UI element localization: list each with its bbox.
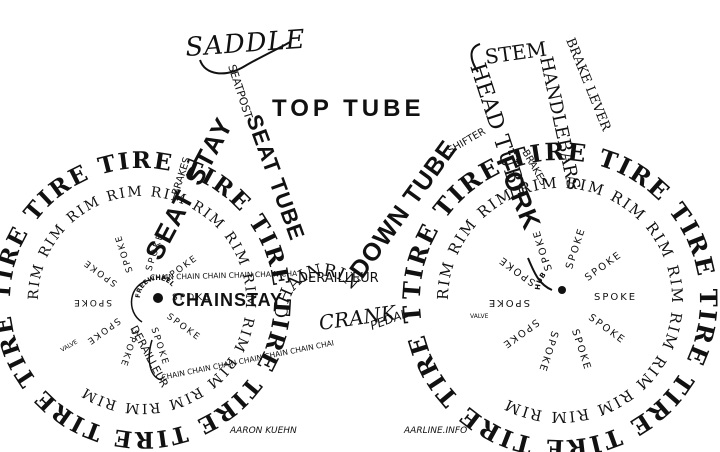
rear-tire-label: TIRE TIRE TIRE TIRE TIRE TIRE TIRE TIRE …	[0, 0, 293, 452]
rear-spoke-1: SPOKE	[172, 293, 212, 303]
rear-spoke-6: SPOKE	[72, 297, 112, 307]
site-credit: AARLINE.INFO	[403, 426, 467, 436]
stem-swash	[470, 43, 481, 73]
shifter-label: SHIFTER	[446, 126, 488, 156]
seatpost-label: SEATPOST	[225, 63, 255, 121]
front-spoke-6: SPOKE	[487, 297, 530, 308]
saddle-swash	[199, 41, 291, 75]
front-spoke-1: SPOKE	[594, 292, 637, 303]
front-spoke-7: SPOKE	[497, 253, 538, 287]
front-rim-text: RIM RIM RIM RIM RIM RIM RIM RIM RIM RIM …	[434, 174, 686, 426]
rear-wheel: TIRE TIRE TIRE TIRE TIRE TIRE TIRE TIRE …	[0, 0, 295, 452]
rear-valve-label: VALVE	[60, 338, 80, 353]
front-spoke-8: SPOKE	[531, 228, 555, 272]
front-spoke-4: SPOKE	[536, 329, 560, 373]
front-spoke-5: SPOKE	[499, 316, 540, 350]
chain-lower-curve	[148, 339, 163, 381]
author-credit: AARON KUEHN	[229, 426, 297, 436]
fork-dropout-swash	[527, 257, 553, 291]
front-spoke-2: SPOKE	[586, 312, 627, 346]
chain-rear-curve	[130, 279, 151, 323]
chainstay-label: CHAINSTAY	[172, 290, 283, 310]
front-valve-label: VALVE	[470, 313, 489, 320]
rear-spoke-8: SPOKE	[114, 233, 136, 274]
front-spoke-10: SPOKE	[583, 249, 624, 283]
front-spokes: SPOKESPOKESPOKESPOKESPOKESPOKESPOKESPOKE…	[487, 226, 637, 374]
rear-axle	[153, 293, 163, 303]
front-derailleur-label: DERAILLEUR	[298, 271, 379, 286]
front-rim-label: RIM RIM RIM RIM RIM RIM RIM RIM RIM RIM …	[434, 174, 684, 426]
rear-spoke-2: SPOKE	[165, 312, 203, 343]
front-spoke-3: SPOKE	[569, 328, 593, 372]
top-tube-label: TOP TUBE	[272, 95, 424, 122]
front-axle	[558, 286, 566, 294]
rear-spoke-7: SPOKE	[81, 257, 119, 288]
front-spoke-9: SPOKE	[564, 226, 588, 270]
rear-tire-text: TIRE TIRE TIRE TIRE TIRE TIRE TIRE TIRE …	[0, 0, 295, 452]
rear-spoke-5: SPOKE	[84, 315, 122, 346]
